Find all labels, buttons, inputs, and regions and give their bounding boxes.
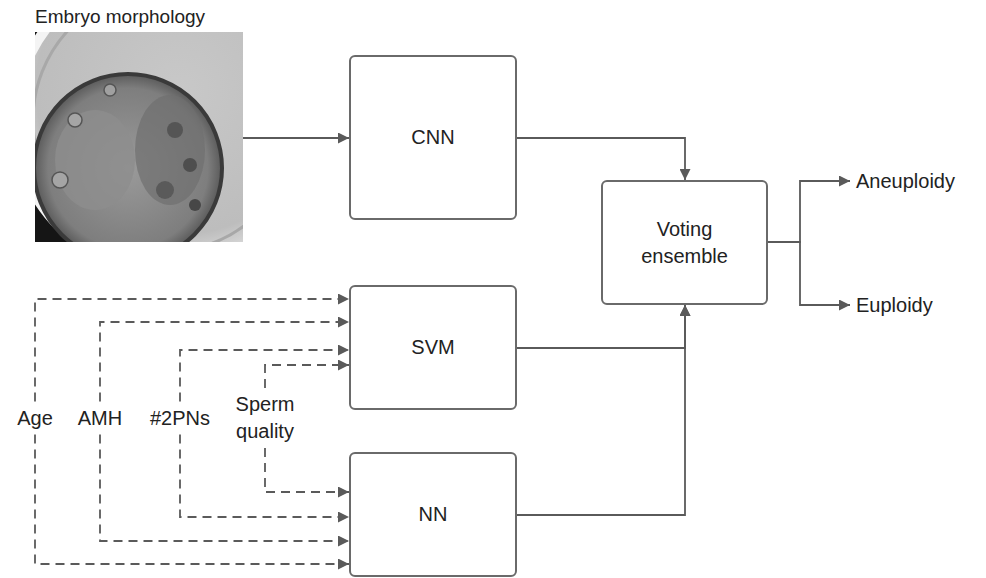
output-label: Aneuploidy <box>854 168 957 195</box>
node-label: Euploidy <box>854 292 935 319</box>
image-heading: Embryo morphology <box>35 3 205 30</box>
output-label: Euploidy <box>854 292 935 319</box>
node-label: SVM <box>411 334 454 361</box>
input-label: Age <box>15 405 55 432</box>
dashed-input-arrow <box>265 448 349 492</box>
node-label: AMH <box>76 405 124 432</box>
flow-arrow <box>517 138 685 180</box>
node-label: Sperm quality <box>226 391 304 445</box>
embryo-photo <box>35 32 243 242</box>
model-box: NN <box>349 452 517 577</box>
dashed-input-arrow <box>265 365 349 388</box>
input-label: AMH <box>76 405 124 432</box>
model-box: CNN <box>349 55 517 220</box>
input-label: #2PNs <box>148 405 212 432</box>
node-label: Age <box>15 405 55 432</box>
node-label: Voting ensemble <box>635 216 735 270</box>
flow-arrow <box>243 137 349 139</box>
node-label: NN <box>419 501 448 528</box>
dashed-input-arrow <box>180 435 349 518</box>
ensemble-box: Voting ensemble <box>601 180 768 305</box>
model-box: SVM <box>349 285 517 410</box>
dashed-input-arrow <box>100 435 349 542</box>
node-label: #2PNs <box>148 405 212 432</box>
flow-arrow <box>517 305 685 348</box>
flow-arrow <box>517 305 685 515</box>
dashed-input-arrow <box>35 299 349 402</box>
image-panel: Embryo morphology <box>35 32 243 242</box>
flow-arrow <box>768 242 850 305</box>
dashed-input-arrow <box>35 435 349 565</box>
dashed-input-arrow <box>100 322 349 402</box>
node-label: Aneuploidy <box>854 168 957 195</box>
flow-arrow <box>768 181 850 242</box>
input-label: Sperm quality <box>226 391 304 445</box>
node-label: CNN <box>411 124 454 151</box>
